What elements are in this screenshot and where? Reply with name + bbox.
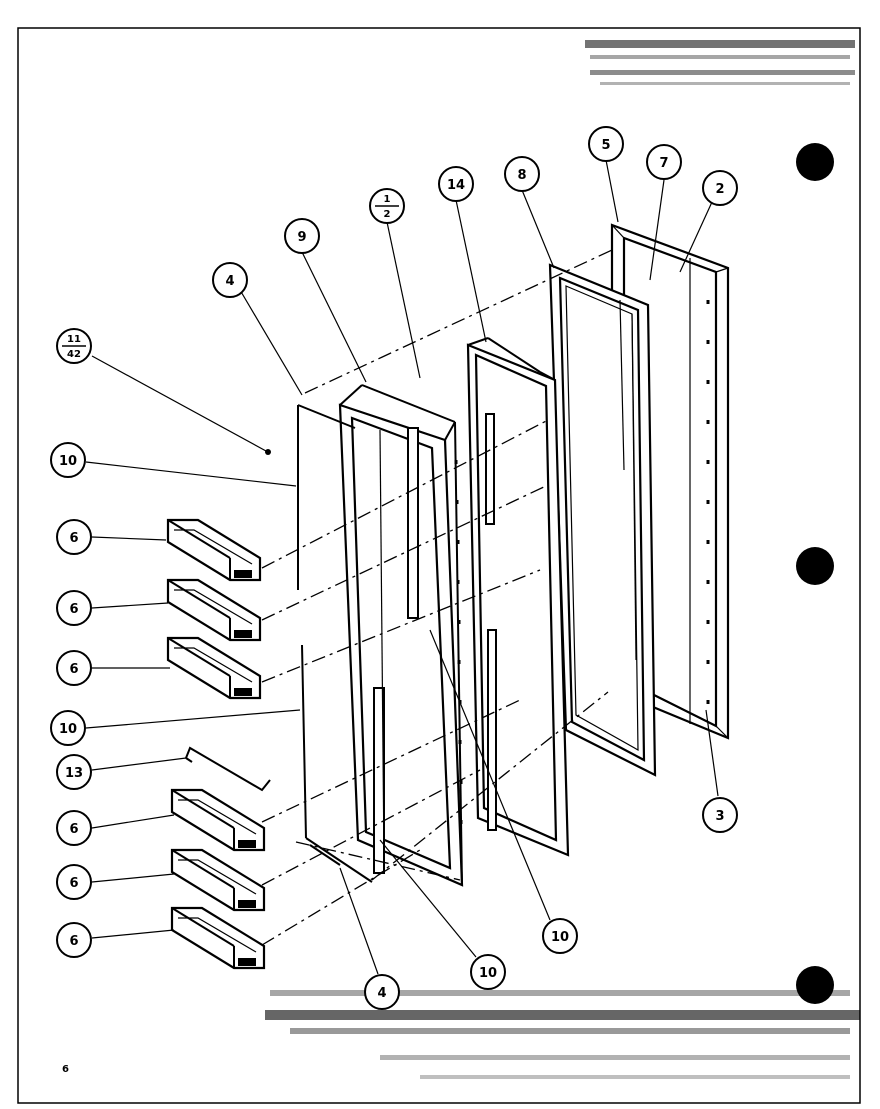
callout-5: 5 xyxy=(588,126,624,162)
callout-label: 1 xyxy=(384,194,391,205)
callout-label: 4 xyxy=(225,274,234,289)
callout-label: 3 xyxy=(715,809,724,824)
shelf-5 xyxy=(170,848,266,912)
callout-label: 5 xyxy=(601,138,610,153)
inner-door-frame xyxy=(338,384,464,887)
callout-10-upper: 10 xyxy=(50,442,86,478)
callout-label: 13 xyxy=(65,766,83,781)
callout-6-f: 6 xyxy=(56,922,92,958)
callout-label: 6 xyxy=(69,934,78,949)
callout-label: 2 xyxy=(384,209,391,220)
callout-label: 6 xyxy=(69,602,78,617)
callout-4-bottom: 4 xyxy=(364,974,400,1010)
binder-hole-top xyxy=(796,143,834,181)
shelf-3 xyxy=(166,636,262,700)
corner-mark: 6 xyxy=(62,1064,69,1075)
door-gasket xyxy=(548,263,657,777)
shelf-4 xyxy=(170,788,266,852)
shelf-2 xyxy=(166,578,262,642)
callout-label: 6 xyxy=(69,531,78,546)
callout-8: 8 xyxy=(504,156,540,192)
callout-2: 2 xyxy=(702,170,738,206)
callout-label: 11 xyxy=(67,334,81,345)
callout-1-2: 1 2 xyxy=(369,188,405,224)
callout-label: 4 xyxy=(377,986,386,1001)
leader-lines xyxy=(85,159,719,975)
callout-label: 10 xyxy=(59,454,77,469)
binder-hole-middle xyxy=(796,547,834,585)
callout-10-right: 10 xyxy=(542,918,578,954)
callout-13: 13 xyxy=(56,754,92,790)
callout-label: 10 xyxy=(551,930,569,945)
callout-11-42: 11 42 xyxy=(56,328,92,364)
callout-9: 9 xyxy=(284,218,320,254)
callout-label: 14 xyxy=(447,178,465,193)
shelf-1 xyxy=(166,518,262,582)
callout-6-e: 6 xyxy=(56,864,92,900)
callout-label: 6 xyxy=(69,662,78,677)
shelf-retainer-bar xyxy=(185,746,271,792)
screw xyxy=(265,449,271,455)
callout-label: 10 xyxy=(59,722,77,737)
callout-6-c: 6 xyxy=(56,650,92,686)
door-end-caps xyxy=(297,404,373,883)
callout-7: 7 xyxy=(646,144,682,180)
callout-label: 2 xyxy=(715,182,724,197)
callout-6-b: 6 xyxy=(56,590,92,626)
callout-14: 14 xyxy=(438,166,474,202)
callout-label: 8 xyxy=(517,168,526,183)
callout-4-top: 4 xyxy=(212,262,248,298)
door-liner xyxy=(466,337,570,857)
callout-10-middle: 10 xyxy=(50,710,86,746)
callout-10-bottom: 10 xyxy=(470,954,506,990)
callout-label: 6 xyxy=(69,822,78,837)
door-shelves xyxy=(166,518,266,970)
binder-hole-bottom xyxy=(796,966,834,1004)
callout-label: 10 xyxy=(479,966,497,981)
scan-noise-bottom xyxy=(265,990,860,1079)
alignment-lines xyxy=(261,249,613,946)
callout-label: 6 xyxy=(69,876,78,891)
callout-label: 42 xyxy=(67,349,81,360)
callout-label: 9 xyxy=(297,230,306,245)
scan-noise-top xyxy=(585,40,855,85)
callout-6-a: 6 xyxy=(56,519,92,555)
callout-3: 3 xyxy=(702,797,738,833)
callout-label: 7 xyxy=(659,156,668,171)
callout-6-d: 6 xyxy=(56,810,92,846)
